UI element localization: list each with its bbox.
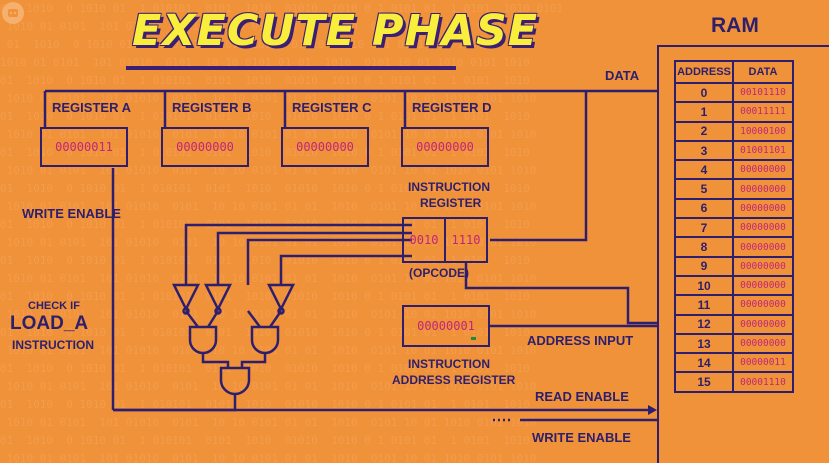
ram-data-cell: 00000000 [732,217,794,239]
ir-address-wire [464,262,657,325]
instruction-address-register: 00000001 [402,305,490,347]
ram-address-cell: 14 [674,352,734,374]
ram-address-cell: 8 [674,236,734,258]
data-label: DATA [605,68,640,83]
ram-data-cell: 00000000 [732,313,794,335]
and-gate-1 [188,325,218,355]
register-b-box: 00000000 [161,127,249,167]
ir-opcode: 0010 [409,233,439,247]
not-gate-3 [266,283,296,312]
opcode-label: (OPCODE) [409,266,469,280]
ram-address-cell: 11 [674,294,734,316]
ram-address-cell: 3 [674,139,734,162]
load-a-label: LOAD_A [10,313,89,334]
ir-title-1: INSTRUCTION [408,180,490,194]
and-gate-2 [250,325,280,355]
ram-address-cell: 5 [674,178,734,200]
read-enable-arrowhead [648,405,657,415]
ram-address-cell: 13 [674,332,734,355]
register-c-box: 00000000 [281,127,369,167]
not-gate-1 [171,283,201,312]
register-b-label: REGISTER B [172,100,252,115]
register-c-label: REGISTER C [292,100,372,115]
ram-data-cell: 00000011 [732,352,794,374]
ram-address-cell: 1 [674,101,734,123]
channel-logo [2,2,24,24]
ram-data-cell: 01001101 [732,139,794,162]
ram-data-cell: 00000000 [732,332,794,355]
not-gate-2 [203,283,233,312]
write-enable-label: WRITE ENABLE [22,206,121,221]
address-input-label: ADDRESS INPUT [527,333,634,348]
write-enable-bottom-label: WRITE ENABLE [532,430,631,445]
ram-data-cell: 00000000 [732,255,794,277]
ir-title-2: REGISTER [420,196,482,210]
title-underline [126,66,456,70]
ram-data-cell: 00000000 [732,197,794,220]
read-enable-label: READ ENABLE [535,389,629,404]
iar-title-1: INSTRUCTION [408,357,490,371]
iar-title-2: ADDRESS REGISTER [392,373,516,387]
ir-address: 1110 [444,219,486,261]
register-d-label: REGISTER D [412,100,492,115]
register-a-label: REGISTER A [52,100,131,115]
ram-address-cell: 4 [674,159,734,181]
ram-address-cell: 7 [674,217,734,239]
ram-title: RAM [711,14,759,37]
ram-block [657,45,829,463]
instruction-register: 0010 1110 [402,217,488,263]
ram-address-cell: 10 [674,274,734,297]
ram-address-cell: 15 [674,371,734,393]
cursor-marker [471,337,476,340]
ram-address-cell: 2 [674,120,734,142]
ram-data-cell: 00000000 [732,274,794,297]
ram-data-cell: 00001110 [732,371,794,393]
instruction-label: INSTRUCTION [12,338,94,352]
check-if-label: CHECK IF [28,300,80,312]
page-title: EXECUTE PHASE [132,6,539,56]
ram-address-cell: 9 [674,255,734,277]
ram-data-cell: 00000000 [732,294,794,316]
ram-address-cell: 0 [674,81,734,104]
ram-data-cell: 00101110 [732,81,794,104]
ram-data-cell: 00000000 [732,178,794,200]
ram-header-address: ADDRESS [674,60,734,84]
ram-data-cell: 00000000 [732,159,794,181]
register-d-box: 00000000 [401,127,489,167]
and-gate-3 [219,366,251,396]
ram-address-cell: 6 [674,197,734,220]
opcode-bit-3 [184,223,412,285]
ram-data-cell: 10000100 [732,120,794,142]
ram-data-cell: 00011111 [732,101,794,123]
ram-data-cell: 00000000 [732,236,794,258]
ir-data-wire [490,91,588,242]
ram-header-data: DATA [732,60,794,84]
register-a-box: 00000011 [40,127,128,167]
ram-address-cell: 12 [674,313,734,335]
logo-glyph-icon [8,9,18,17]
